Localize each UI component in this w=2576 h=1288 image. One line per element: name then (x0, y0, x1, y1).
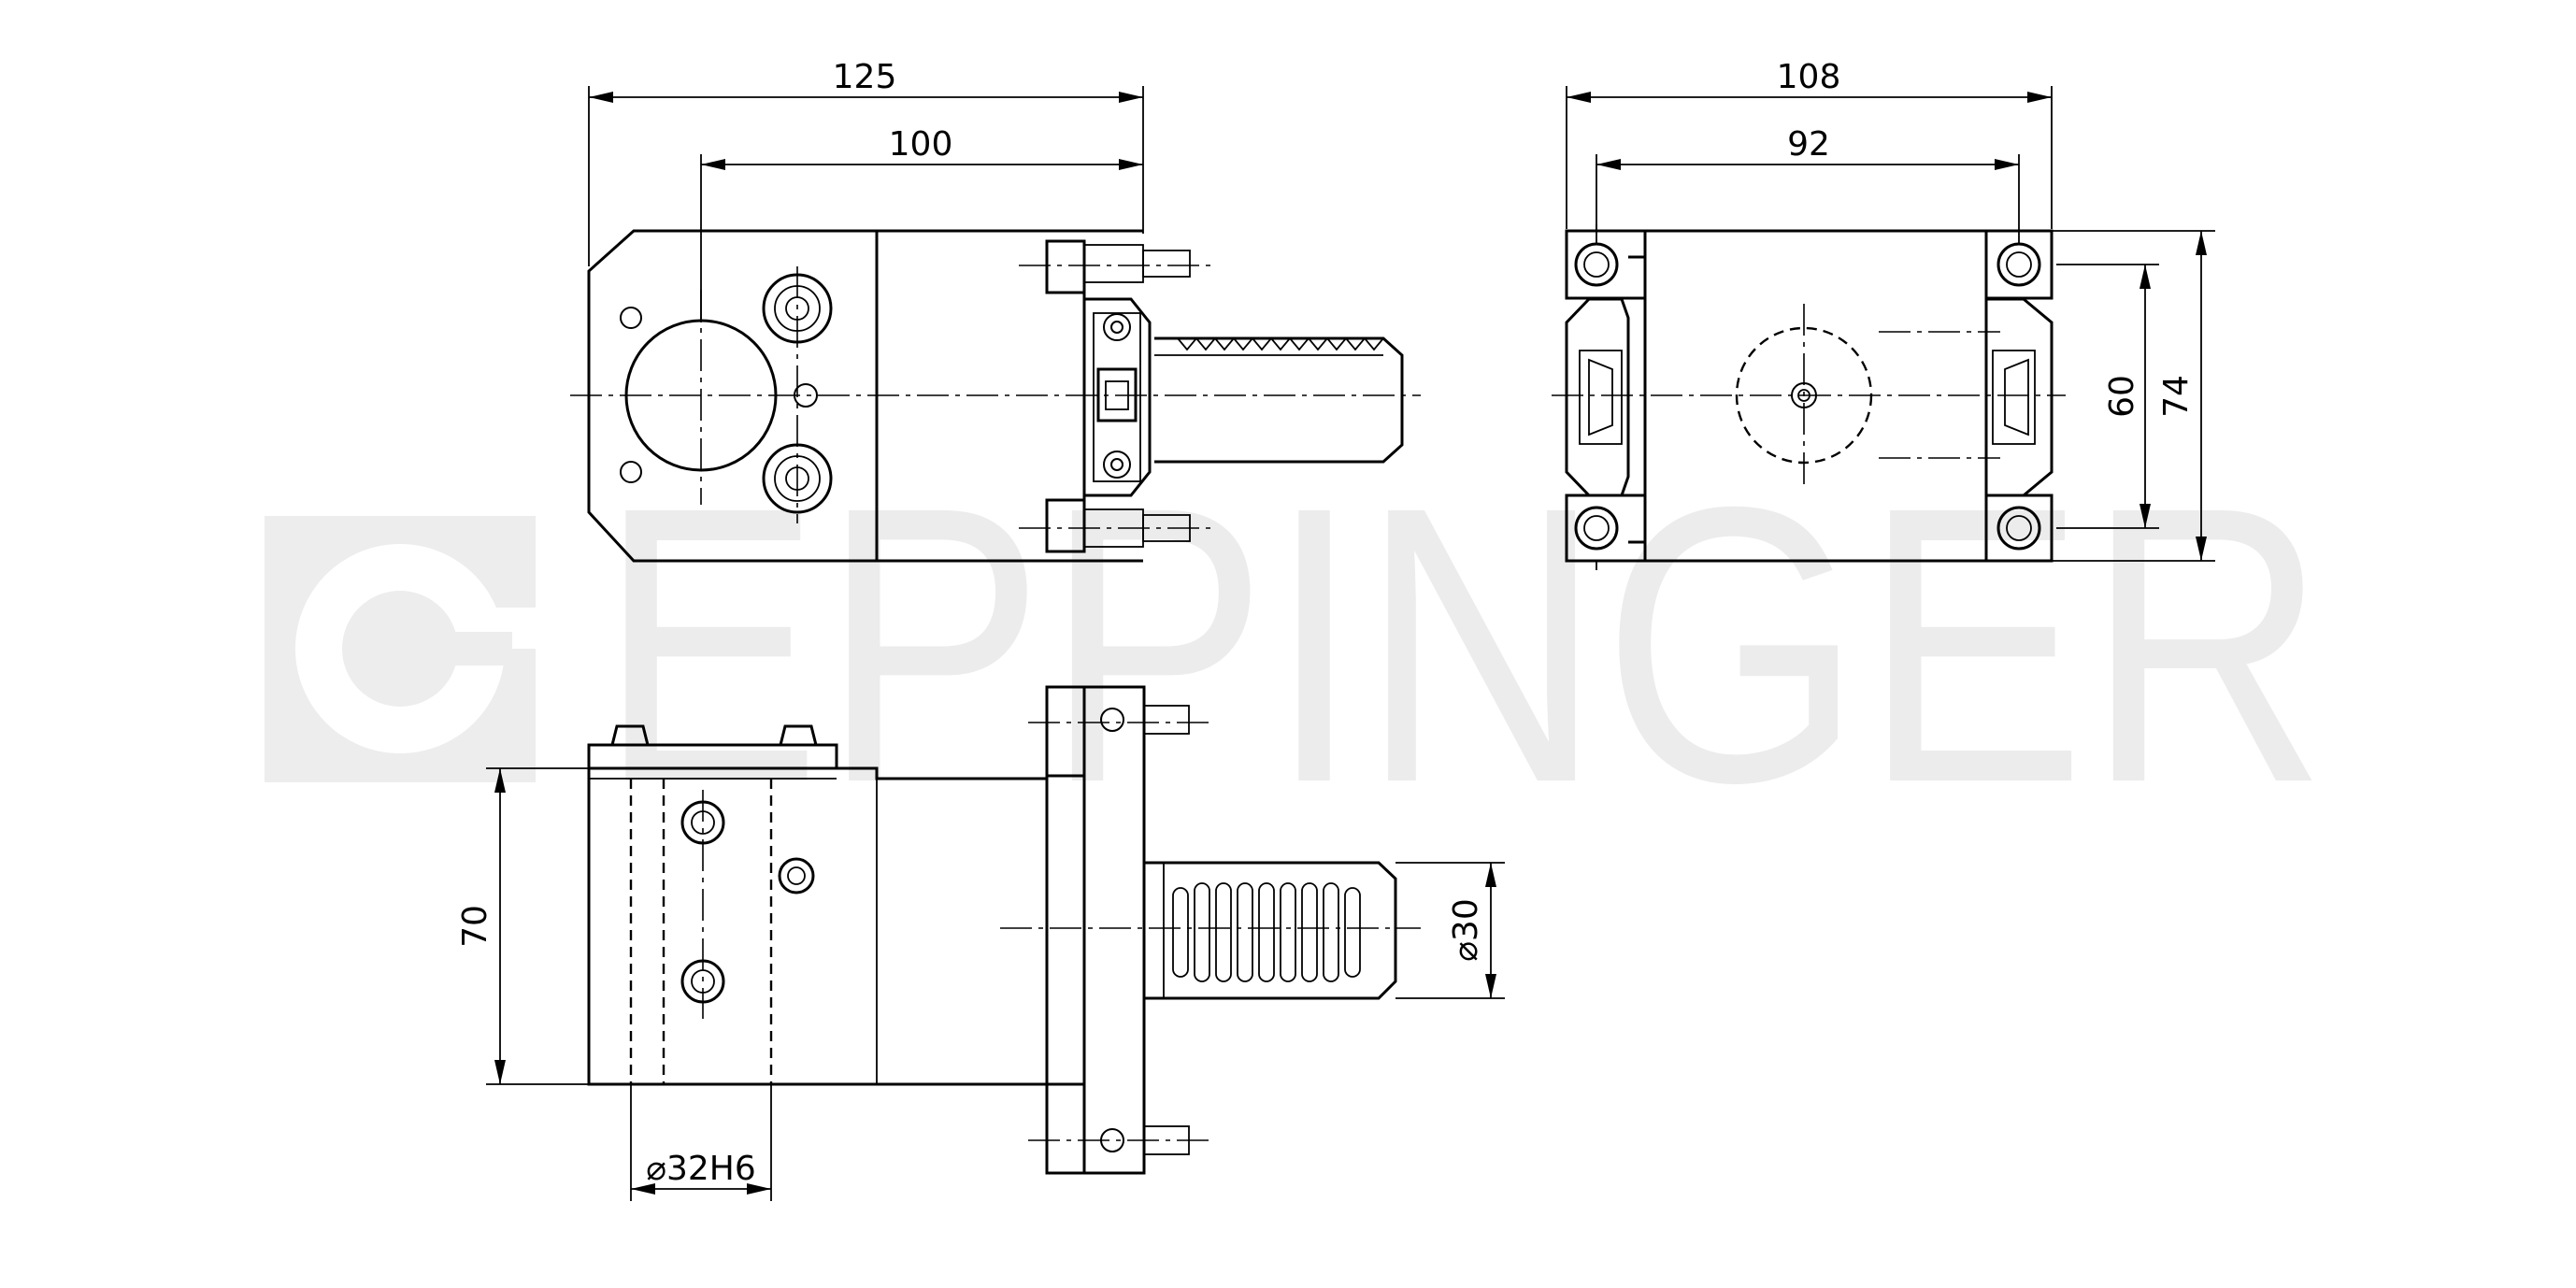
dim-front-100: 100 (889, 125, 953, 164)
dim-side-74: 74 (2157, 375, 2196, 418)
top-view (587, 685, 1421, 1175)
eppinger-watermark: EPPINGER (265, 426, 2327, 865)
dim-top-shank: ⌀30 (1447, 898, 1485, 961)
top-dimensions: 70 ⌀32H6 ⌀30 (456, 767, 1505, 1201)
dim-side-60: 60 (2103, 375, 2141, 418)
side-dimensions: 108 92 60 74 (1566, 58, 2215, 562)
dim-front-125: 125 (833, 58, 897, 96)
dim-top-bore: ⌀32H6 (646, 1150, 755, 1188)
dim-side-108: 108 (1777, 58, 1841, 96)
eppinger-logo-mark (265, 516, 540, 782)
front-dimensions: 125 100 (588, 58, 1144, 322)
watermark-brand-text: EPPINGER (598, 426, 2327, 865)
top-shank-teeth (1172, 882, 1361, 982)
side-view (1552, 224, 2066, 570)
dim-side-92: 92 (1787, 125, 1830, 164)
front-view (570, 229, 1421, 563)
dim-top-70: 70 (456, 905, 494, 948)
